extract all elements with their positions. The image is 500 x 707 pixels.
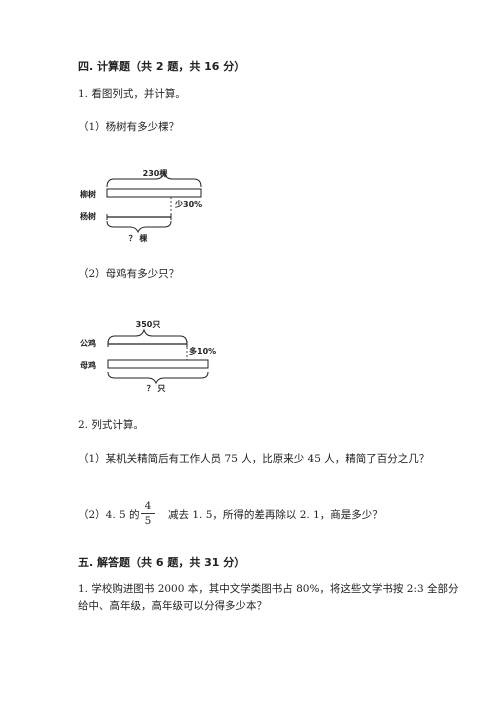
question-2-part-1: （1）某机关精简后有工作人员 75 人，比原来少 45 人，精简了百分之几？ [78, 453, 430, 465]
bottom-brace [106, 220, 172, 234]
total-label: 230棵 [143, 168, 168, 178]
row-1-label: 公鸡 [80, 338, 96, 348]
diff-label: 少30% [174, 199, 202, 209]
section-5-title: 五. 解答题（共 6 题，共 31 分） [78, 556, 246, 569]
section-5-question-1-line-2: 给中、高年级，高年级可以分得多少本？ [78, 600, 267, 612]
segment-diagram-chickens: 350只 公鸡 多10% 母鸡 ？ 只 [80, 320, 216, 393]
section-5-question-1-line-1: 1. 学校购进图书 2000 本，其中文学类图书占 80%，将这些文学书按 2:… [78, 583, 459, 595]
row-2-label: 母鸡 [80, 360, 96, 370]
row-1-label: 柳树 [80, 189, 96, 199]
diff-label: 多10% [189, 346, 216, 356]
question-1-stem: 1. 看图列式，并计算。 [78, 88, 186, 100]
top-brace [107, 328, 188, 345]
fraction-numerator: 4 [144, 500, 152, 512]
row-2-label: 杨树 [80, 211, 96, 221]
question-1-part-2: （2）母鸡有多少只？ [78, 268, 180, 280]
section-4-title: 四. 计算题（共 2 题，共 16 分） [78, 60, 246, 73]
bottom-brace [107, 371, 209, 385]
question-2-part-2-end: 减去 1. 5，所得的差再除以 2. 1，商是多少？ [168, 509, 383, 521]
segment-diagram-trees: 230棵 柳树 杨树 少30% ？ 棵 [80, 168, 202, 243]
fraction-denominator: 5 [144, 515, 152, 527]
fraction-four-fifths: 4 5 [141, 500, 155, 527]
unknown-label: ？ 只 [147, 384, 166, 393]
row-2-bar [107, 359, 209, 369]
question-2-stem: 2. 列式计算。 [78, 419, 144, 431]
unknown-label: ？ 棵 [129, 233, 148, 243]
row-1-bar [106, 188, 202, 198]
question-2-part-2-start: （2）4. 5 的 [78, 509, 140, 521]
question-1-part-1: （1）杨树有多少棵？ [78, 121, 180, 133]
top-brace [106, 171, 202, 188]
total-label: 350只 [136, 320, 161, 329]
